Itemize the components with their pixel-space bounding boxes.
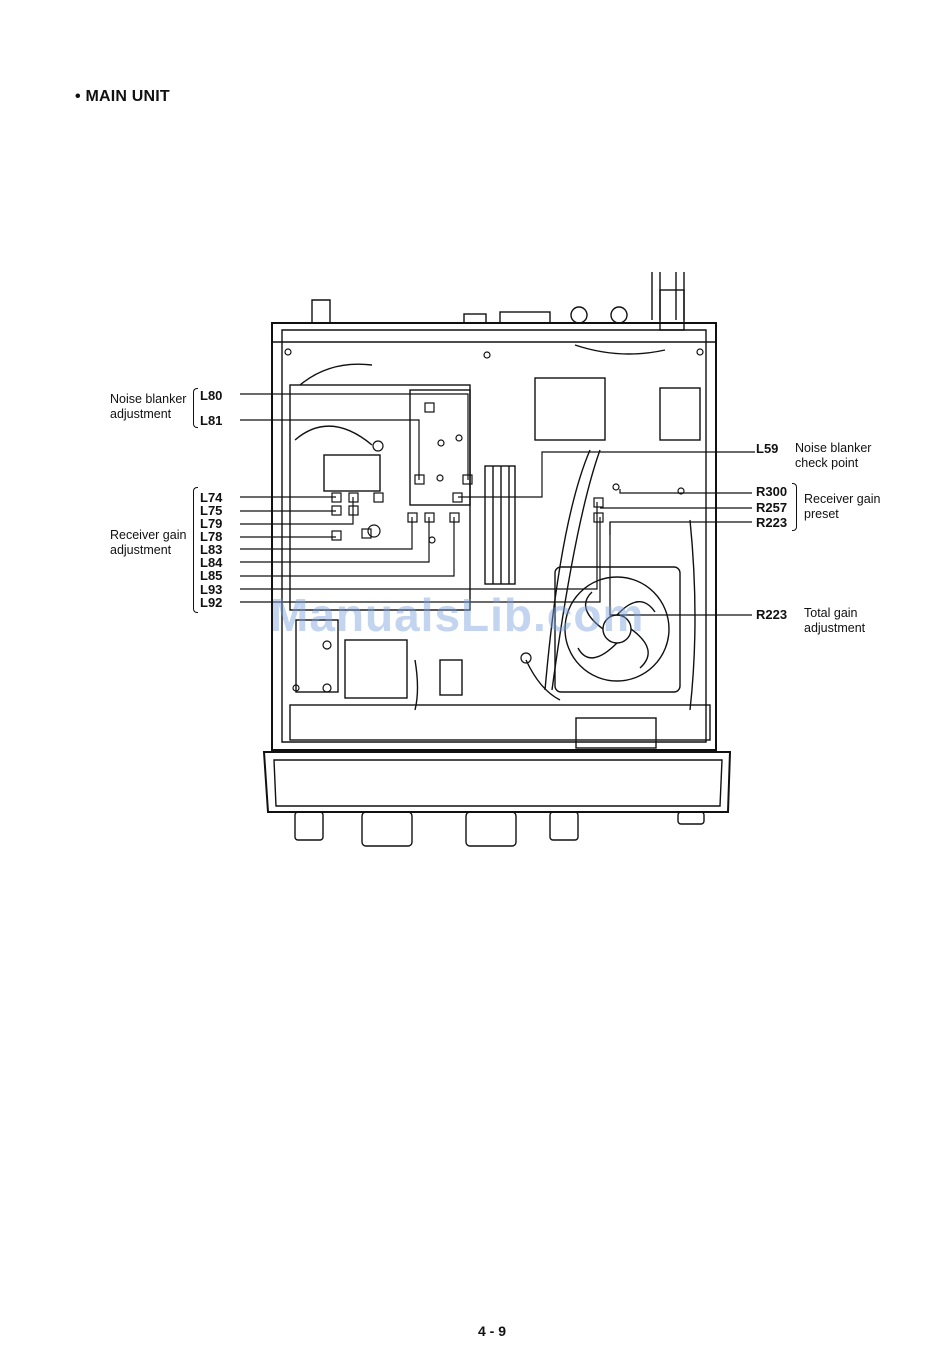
receiver-gain-label-sub: adjustment xyxy=(110,543,171,558)
noise-blanker-bracket xyxy=(193,388,198,428)
code-l80: L80 xyxy=(200,389,222,402)
preset-label: Receiver gain xyxy=(804,492,880,507)
code-r223-preset: R223 xyxy=(756,516,787,529)
code-l92: L92 xyxy=(200,596,222,609)
code-l81: L81 xyxy=(200,414,222,427)
receiver-gain-label: Receiver gain xyxy=(110,528,186,543)
code-l59: L59 xyxy=(756,442,778,455)
total-gain-label: Total gain xyxy=(804,606,858,621)
receiver-gain-bracket xyxy=(193,487,198,613)
code-r257: R257 xyxy=(756,501,787,514)
l59-label-sub: check point xyxy=(795,456,858,471)
code-l85: L85 xyxy=(200,569,222,582)
preset-bracket xyxy=(792,483,797,531)
code-r223-total: R223 xyxy=(756,608,787,621)
code-r300: R300 xyxy=(756,485,787,498)
preset-label-sub: preset xyxy=(804,507,839,522)
l59-label: Noise blanker xyxy=(795,441,871,456)
page-number: 4 - 9 xyxy=(478,1323,506,1339)
watermark: ManualsLib.com xyxy=(270,588,644,642)
noise-blanker-label: Noise blanker xyxy=(110,392,186,407)
total-gain-label-sub: adjustment xyxy=(804,621,865,636)
noise-blanker-label-sub: adjustment xyxy=(110,407,171,422)
